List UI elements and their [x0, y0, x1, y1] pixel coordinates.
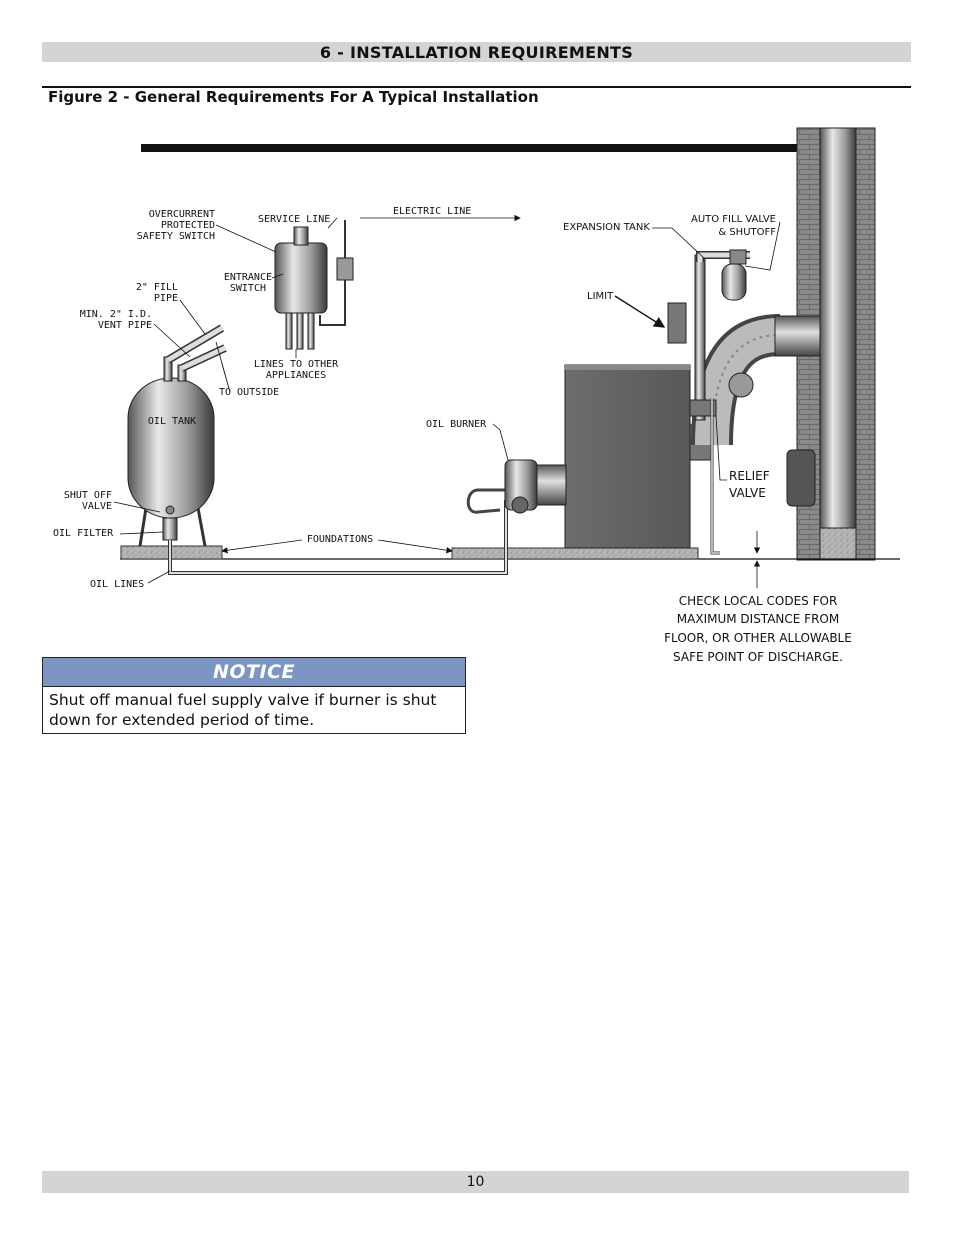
label-foundations: FOUNDATIONS — [307, 534, 373, 545]
ceiling-beam — [141, 144, 797, 152]
header-rule — [42, 86, 911, 88]
label-vent-pipe-1: MIN. 2" I.D. — [80, 309, 152, 320]
label-check-codes-1: CHECK LOCAL CODES FOR — [679, 594, 838, 608]
boiler-foundation — [451, 547, 699, 560]
label-check-codes-3: FLOOR, OR OTHER ALLOWABLE — [664, 631, 852, 645]
label-shut-off-2: VALVE — [82, 501, 112, 512]
label-oil-burner: OIL BURNER — [426, 419, 487, 430]
label-relief-2: VALVE — [729, 486, 766, 500]
label-relief-1: RELIEF — [729, 469, 770, 483]
boiler-piping — [667, 249, 750, 555]
label-oil-tank: OIL TANK — [148, 416, 196, 427]
burner-line — [466, 488, 508, 514]
label-vent-pipe-2: VENT PIPE — [98, 320, 152, 331]
label-oil-lines: OIL LINES — [90, 579, 144, 590]
label-fill-pipe-1: 2" FILL — [136, 282, 178, 293]
label-limit: LIMIT — [587, 291, 614, 302]
label-overcurrent-2: PROTECTED — [161, 220, 215, 231]
label-fill-pipe-2: PIPE — [154, 293, 178, 304]
section-header: 6 - INSTALLATION REQUIREMENTS — [42, 42, 911, 62]
label-service-line: SERVICE LINE — [258, 214, 330, 225]
label-check-codes-2: MAXIMUM DISTANCE FROM — [677, 612, 839, 626]
oil-burner — [504, 459, 567, 514]
installation-diagram: OVERCURRENT PROTECTED SAFETY SWITCH SERV… — [53, 127, 900, 664]
boiler — [564, 364, 713, 549]
label-overcurrent-1: OVERCURRENT — [149, 209, 215, 220]
label-electric-line: ELECTRIC LINE — [393, 206, 471, 217]
barometric-damper — [786, 449, 816, 507]
leader-lines — [113, 214, 781, 588]
oil-tank — [127, 324, 227, 547]
label-expansion-tank: EXPANSION TANK — [563, 222, 650, 233]
label-to-outside: TO OUTSIDE — [219, 387, 279, 398]
page-number: 10 — [466, 1174, 485, 1190]
section-title: 6 - INSTALLATION REQUIREMENTS — [319, 43, 634, 62]
label-overcurrent-3: SAFETY SWITCH — [137, 231, 215, 242]
label-lines-to-other-2: APPLIANCES — [266, 370, 326, 381]
figure-caption: Figure 2 - General Requirements For A Ty… — [48, 88, 539, 106]
label-auto-fill-1: AUTO FILL VALVE — [691, 214, 776, 225]
label-auto-fill-2: & SHUTOFF — [718, 227, 776, 238]
notice-title: NOTICE — [43, 658, 465, 687]
electrical-assembly — [274, 220, 354, 350]
notice-body: Shut off manual fuel supply valve if bur… — [49, 691, 437, 729]
label-shut-off-1: SHUT OFF — [64, 490, 112, 501]
page-footer: 10 — [42, 1171, 909, 1193]
label-lines-to-other-1: LINES TO OTHER — [254, 359, 339, 370]
notice-box: NOTICE Shut off manual fuel supply valve… — [42, 657, 466, 734]
label-entrance-switch-1: ENTRANCE — [224, 272, 272, 283]
label-entrance-switch-2: SWITCH — [230, 283, 266, 294]
label-oil-filter: OIL FILTER — [53, 528, 114, 539]
label-check-codes-4: SAFE POINT OF DISCHARGE. — [673, 650, 843, 664]
